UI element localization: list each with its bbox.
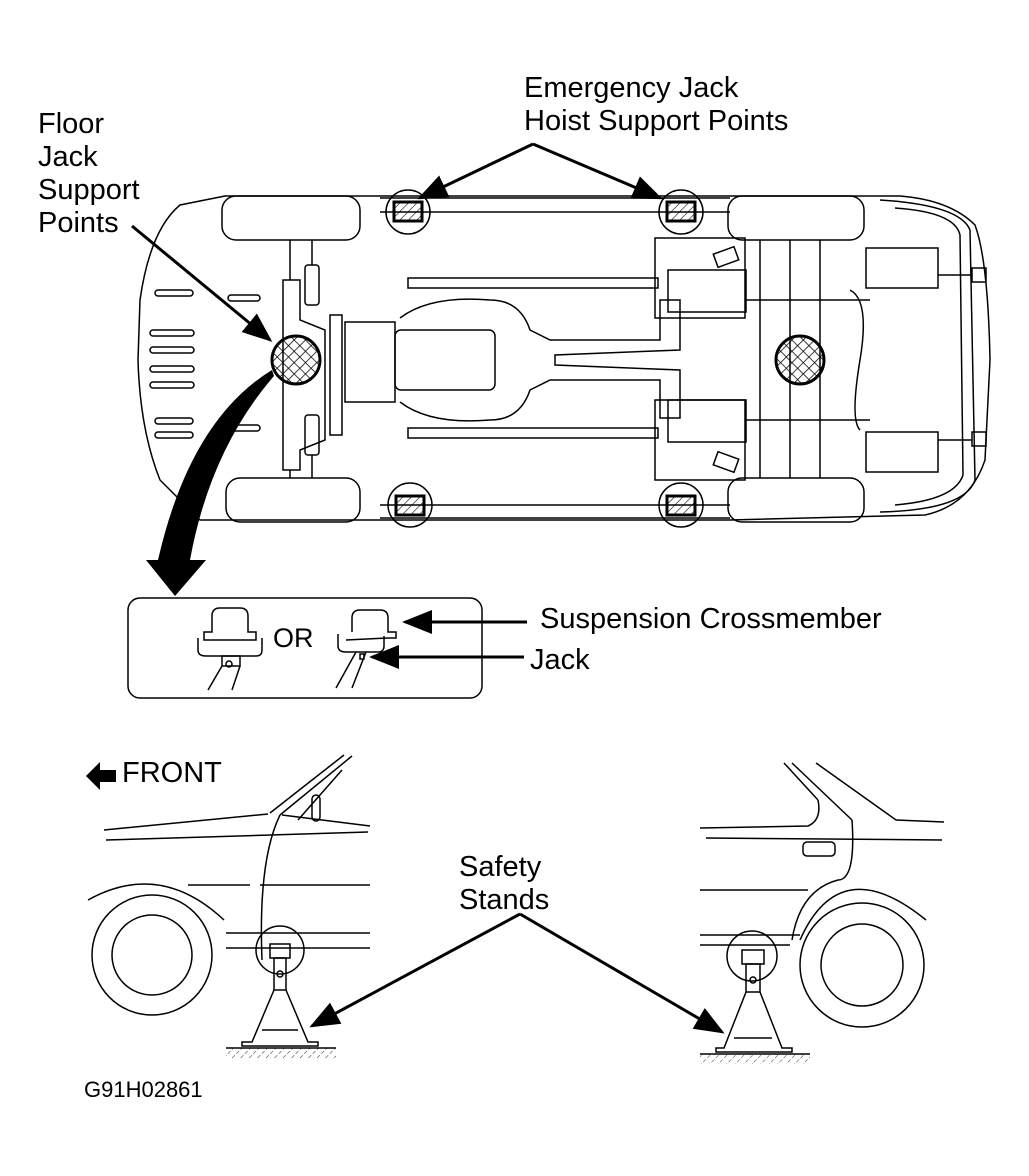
- body-outline: [137, 195, 991, 521]
- muffler-upper: [865, 247, 939, 289]
- rear-stand-contact-circle: [726, 930, 778, 982]
- floor-jack-support-points-label: Floor Jack Support Points: [38, 108, 140, 240]
- emergency-jack-point-rear-right: [658, 482, 704, 528]
- front-label: FRONT: [122, 757, 222, 789]
- or-label: OR: [273, 623, 314, 653]
- emergency-jack-label-line-1: Emergency Jack: [524, 72, 739, 104]
- rail-upper: [407, 277, 659, 289]
- exhaust-pipe: [399, 298, 681, 422]
- detail-box: [127, 597, 483, 699]
- safety-stands-label: Safety Stands: [459, 851, 549, 917]
- catalytic-converter: [394, 329, 496, 391]
- jack-label: Jack: [530, 644, 590, 676]
- front-stand-contact-circle: [255, 925, 305, 975]
- detail-callout-arrow: [146, 370, 274, 596]
- tire-front-left: [221, 195, 361, 241]
- suspension-crossmember-label: Suspension Crossmember: [540, 603, 882, 635]
- safety-stands-label-line-1: Safety: [459, 851, 542, 883]
- safety-stands-label-line-2: Stands: [459, 884, 550, 916]
- rear-tire: [799, 902, 925, 1028]
- emergency-jack-label-line-2: Hoist Support Points: [524, 105, 789, 137]
- safety-stand-front: [226, 943, 336, 1058]
- shock-bottom: [712, 450, 740, 474]
- front-subframe: [329, 314, 343, 436]
- tank-upper: [654, 237, 746, 319]
- emergency-jack-point-front-left: [385, 189, 431, 235]
- front-arrow-icon: [86, 762, 116, 790]
- front-slots: [149, 289, 261, 439]
- transmission: [344, 321, 396, 403]
- floor-jack-label-line-1: Floor: [38, 108, 105, 140]
- rear-fender-arch: [799, 888, 927, 941]
- tank-block-lower: [667, 399, 747, 443]
- front-fender-arch: [87, 883, 225, 921]
- car-side-rear: [699, 762, 945, 1028]
- front-tire: [91, 894, 213, 1016]
- boot-top: [304, 264, 320, 306]
- car-underside: [137, 195, 991, 523]
- leader-arrows: [131, 142, 725, 1034]
- tire-rear-left: [727, 195, 865, 241]
- front-wheel: [111, 914, 193, 996]
- emergency-arrow-right: [532, 142, 663, 200]
- safety-stand-rear: [700, 949, 810, 1064]
- fuel-door: [802, 841, 836, 857]
- figure-code: G91H02861: [84, 1077, 203, 1102]
- tire-front-right: [225, 477, 361, 523]
- muffler-lower: [865, 431, 939, 473]
- jack-option-offset: [335, 609, 397, 689]
- hanger-lower: [971, 431, 987, 447]
- tire-rear-right: [727, 477, 865, 523]
- emergency-arrow-left: [417, 142, 534, 200]
- floor-jack-label-line-3: Support: [38, 174, 140, 206]
- detail-box-frame: [127, 597, 483, 699]
- car-side-front: [87, 754, 371, 1016]
- shock-top: [712, 245, 740, 269]
- emergency-jack-hoist-support-points-label: Emergency Jack Hoist Support Points: [524, 72, 788, 138]
- jack-option-center: [197, 607, 263, 691]
- safety-stand-arrow-right: [519, 912, 725, 1034]
- rear-wheel: [820, 923, 904, 1007]
- floor-jack-point-rear: [774, 334, 826, 386]
- floor-jack-label-line-4: Points: [38, 207, 119, 239]
- boot-bottom: [304, 414, 320, 456]
- safety-stand-arrow-left: [309, 912, 521, 1028]
- floor-jack-point-front: [270, 334, 322, 386]
- emergency-jack-points: [385, 189, 704, 528]
- tank-block-upper: [667, 269, 747, 313]
- front-crossmember: [282, 279, 326, 471]
- floor-jack-label-line-2: Jack: [38, 141, 98, 173]
- rail-lower: [407, 427, 659, 439]
- floor-jack-arrow: [131, 224, 273, 342]
- emergency-jack-point-front-right: [387, 482, 433, 528]
- emergency-jack-point-rear-left: [658, 189, 704, 235]
